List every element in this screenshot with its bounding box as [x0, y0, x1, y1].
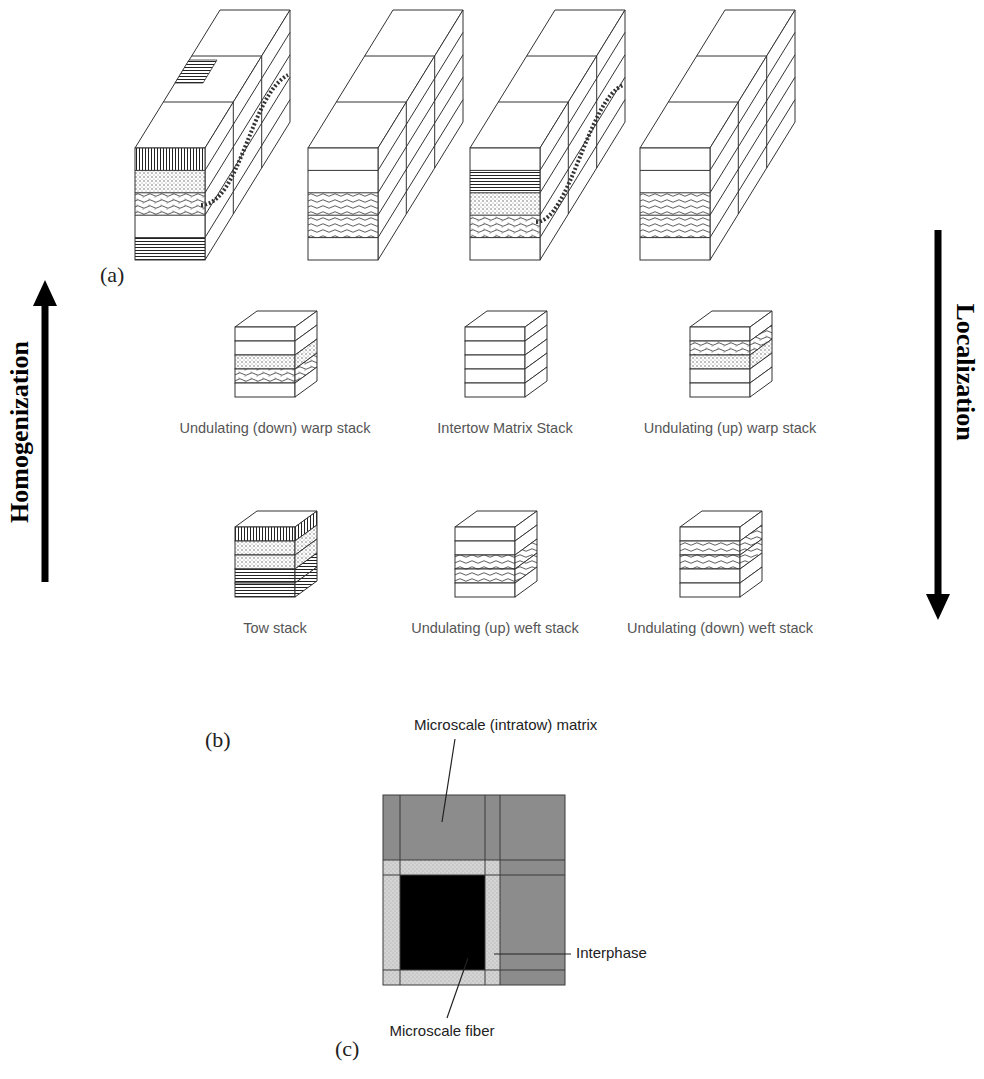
stack-bar [135, 10, 290, 260]
stack-caption: Undulating (up) weft stack [409, 620, 581, 636]
stack-cube [225, 505, 325, 600]
stack-figure: Intertow Matrix Stack [431, 305, 579, 436]
stack-cube [680, 305, 780, 400]
stack-figure: Undulating (up) weft stack [405, 505, 585, 636]
stack-cube [670, 505, 770, 600]
stack-caption: Tow stack [241, 620, 309, 636]
stack-caption: Intertow Matrix Stack [435, 420, 574, 436]
panel-label: (a) [100, 262, 124, 288]
callout-label: Microscale fiber [389, 1022, 494, 1039]
stack-caption: Undulating (down) weft stack [625, 620, 815, 636]
callout-label: Microscale (intratow) matrix [414, 716, 597, 733]
stack-cube [445, 505, 545, 600]
stack-figure: Undulating (down) weft stack [621, 505, 820, 636]
stack-bar [308, 10, 463, 260]
arrow-label: Localization [950, 303, 980, 440]
leader-lines [442, 739, 571, 1018]
arrow-label: Homogenization [5, 341, 35, 523]
localization-arrow [926, 230, 950, 620]
stack-cube [225, 305, 325, 400]
stack-caption: Undulating (up) warp stack [642, 420, 818, 436]
stack-bar [470, 10, 625, 260]
stack-caption: Undulating (down) warp stack [177, 420, 372, 436]
stack-figure: Tow stack [221, 505, 329, 636]
homogenization-arrow [33, 280, 57, 582]
panel-label: (b) [205, 727, 231, 753]
stack-figure: Undulating (down) warp stack [173, 305, 377, 436]
stack-cube [455, 305, 555, 400]
callout-label: Interphase [576, 944, 647, 961]
panel-label: (c) [335, 1036, 359, 1062]
microscale-cell [383, 795, 565, 985]
stack-figure: Undulating (up) warp stack [638, 305, 823, 436]
stack-bar [640, 10, 795, 260]
